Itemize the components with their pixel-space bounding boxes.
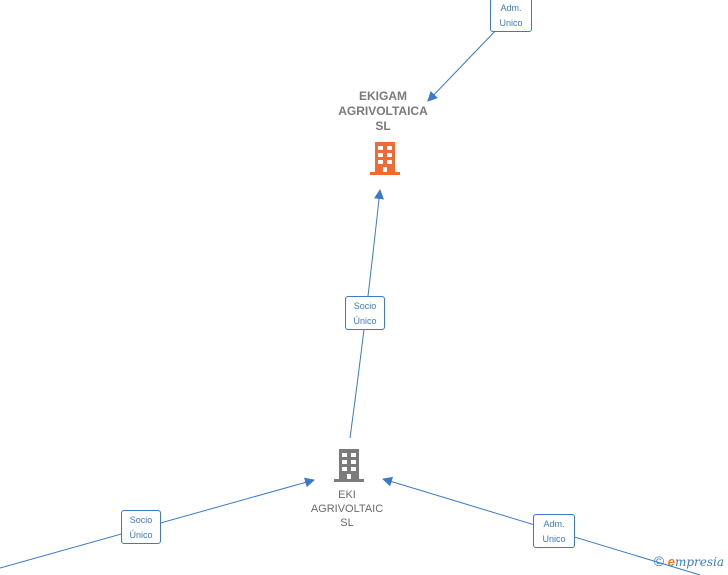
edge-label-right-to-center[interactable]: Adm. Unico	[533, 514, 575, 548]
logo-e: e	[667, 554, 675, 569]
building-icon-top[interactable]	[369, 140, 401, 176]
empresia-logo: © empresia	[654, 553, 724, 569]
node-label-top[interactable]: EKIGAM AGRIVOLTAICA SL	[338, 89, 428, 133]
edge-label-top-right[interactable]: Adm. Unico	[490, 0, 532, 32]
copyright-icon: ©	[653, 553, 665, 569]
logo-text: mpresia	[674, 555, 724, 569]
building-icon-center[interactable]	[333, 447, 365, 483]
edge-top-right	[427, 25, 501, 102]
node-label-center[interactable]: EKI AGRIVOLTAIC SL	[310, 489, 384, 529]
edge-label-left-to-center[interactable]: Socio Único	[121, 510, 161, 544]
edge-label-center-to-top[interactable]: Socio Único	[345, 296, 385, 330]
